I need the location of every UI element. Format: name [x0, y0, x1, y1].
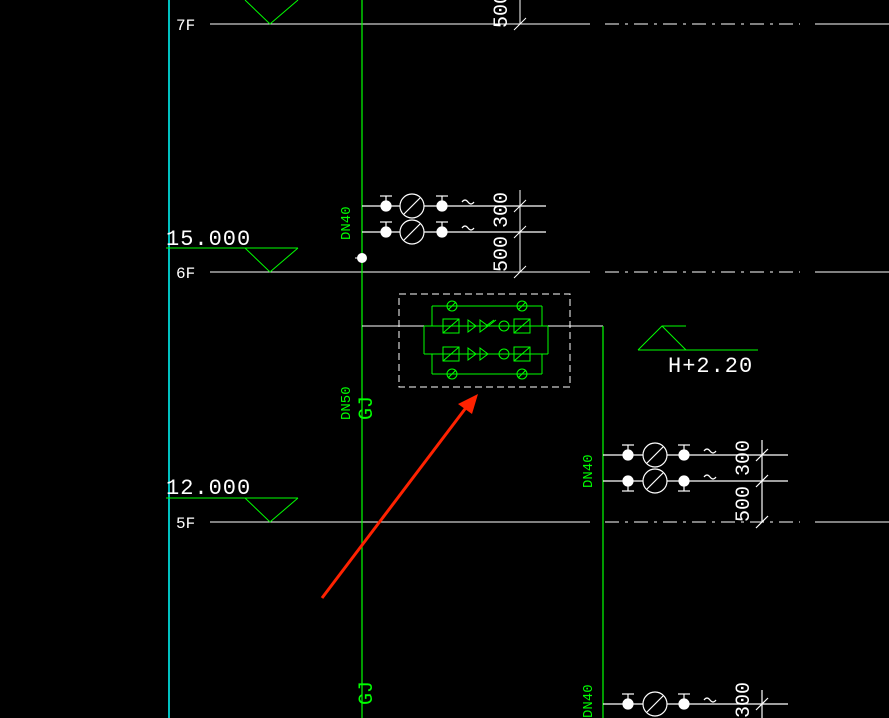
dimension-300-6f: 300 — [491, 192, 514, 228]
riser-size-label: DN50 — [339, 386, 355, 420]
elevation-value-5f: 12.000 — [166, 476, 251, 501]
valve-assembly — [362, 293, 603, 388]
water-meter-group-5f: DN40 300 500 — [581, 440, 788, 529]
valve-assembly-boundary — [398, 293, 571, 388]
riser-code-label: GJ — [356, 396, 379, 420]
branch-size-label-5f: DN40 — [581, 454, 597, 488]
elevation-mark-6f: 15.000 — [166, 227, 299, 273]
elevation-mark-5f: 12.000 — [166, 476, 299, 523]
height-mark-label: H+2.20 — [668, 354, 753, 379]
branch-size-label-6f: DN40 — [339, 206, 355, 240]
branch-size-label-4f: DN40 — [581, 684, 597, 718]
dimension-500-6f: 500 — [491, 236, 514, 272]
water-meter-group-6f: 300 500 — [362, 190, 546, 279]
annotation-arrow — [320, 394, 478, 599]
floor-label-5f: 5F — [176, 515, 195, 533]
height-mark: H+2.20 — [637, 325, 758, 379]
riser-code-label-lower: GJ — [356, 681, 379, 705]
water-meter-group-4f: DN40 300 — [581, 682, 788, 718]
meter-row-lower — [362, 219, 546, 245]
floor-label-6f: 6F — [176, 265, 195, 283]
dimension-500-5f: 500 — [733, 486, 756, 522]
dimension-500-7f: 500 — [491, 0, 514, 28]
meter-row-upper — [362, 193, 546, 219]
dimension-300-4f: 300 — [733, 682, 756, 718]
floor-label-7f: 7F — [176, 17, 195, 35]
dimension-300-5f: 300 — [733, 440, 756, 476]
elevation-mark-7f — [244, 0, 299, 25]
